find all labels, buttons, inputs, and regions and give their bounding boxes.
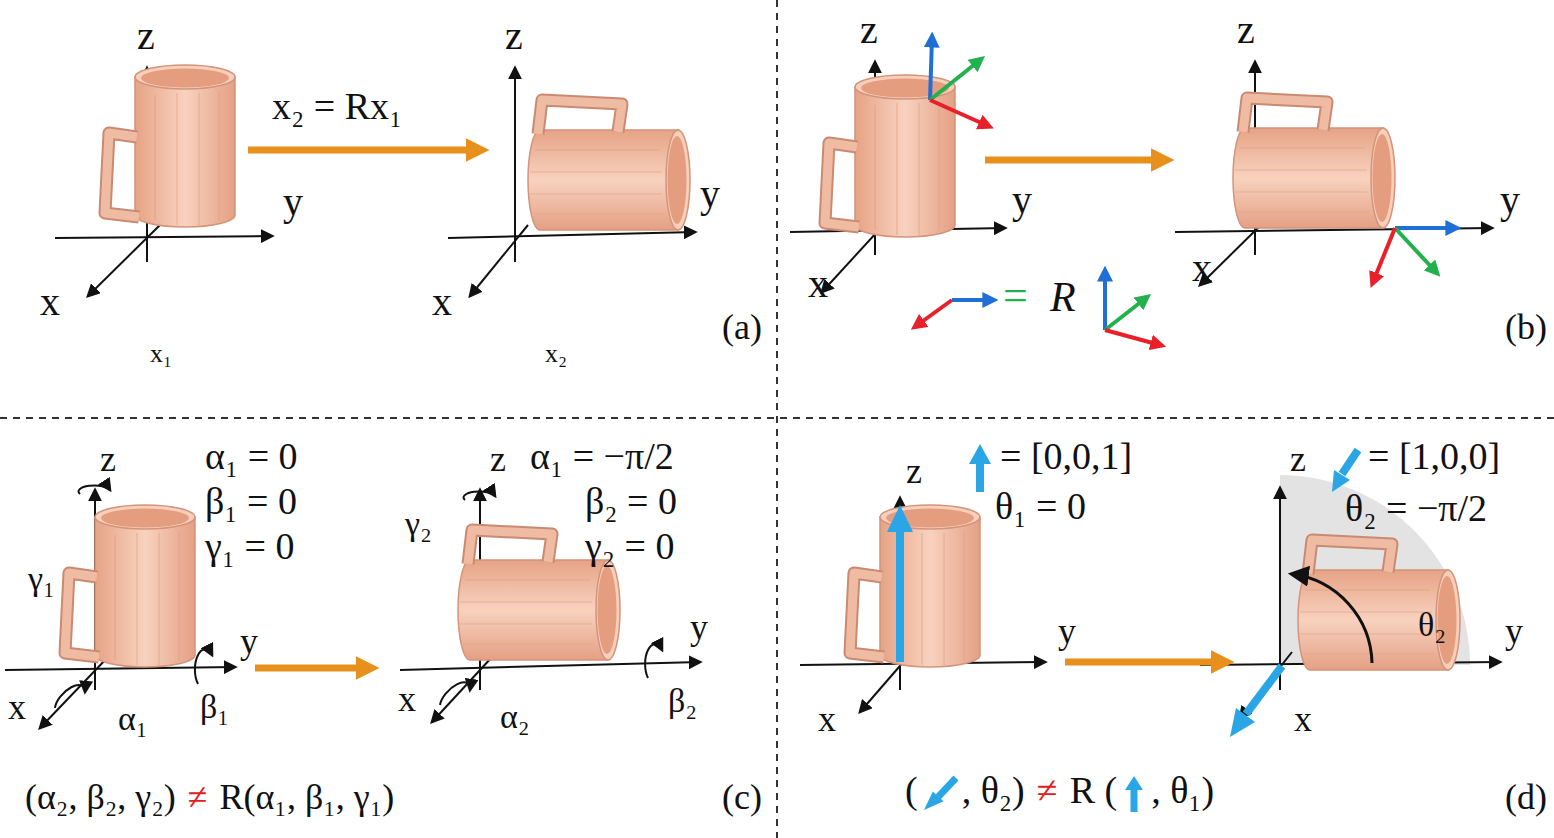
math-label: ( <box>905 770 918 812</box>
math-label: (b) <box>1505 308 1547 348</box>
math-label: y <box>700 172 720 216</box>
math-label: z <box>906 452 922 492</box>
math-label: z <box>1237 8 1255 52</box>
math-label: x <box>8 688 26 728</box>
math-label: ≠ <box>1037 770 1058 812</box>
math-label: , θ₂) <box>962 770 1025 812</box>
math-label: y <box>1058 612 1076 652</box>
math-label: α₂ <box>500 698 530 735</box>
math-label: x <box>40 280 60 324</box>
math-label: R(α₁, β₁, γ₁) <box>219 778 394 818</box>
math-label: γ₂ = 0 <box>585 526 674 568</box>
math-label: β₁ = 0 <box>205 481 297 523</box>
math-label: R ( <box>1070 770 1118 812</box>
math-label: x <box>432 280 452 324</box>
math-label: z <box>1290 440 1306 480</box>
math-label: θ₂ = −π/2 <box>1345 488 1487 530</box>
math-label: γ₂ <box>405 505 432 542</box>
math-label: z <box>100 440 116 480</box>
math-label: z <box>137 14 155 58</box>
math-label: ≠ <box>188 778 208 818</box>
math-label: x <box>808 262 828 306</box>
math-label: (d) <box>1505 778 1547 818</box>
math-label: y <box>690 608 708 648</box>
math-label: α₁ <box>118 700 148 737</box>
math-label: R <box>1050 274 1076 320</box>
math-label: β₂ = 0 <box>585 481 677 523</box>
math-label: , θ₁) <box>1151 770 1214 812</box>
math-label: z <box>490 440 506 480</box>
math-label: (α₂, β₂, γ₂) <box>25 778 176 818</box>
math-label: x <box>1294 700 1312 740</box>
math-label: = [0,0,1] <box>1000 436 1132 478</box>
math-label: x <box>818 700 836 740</box>
math-label: γ₁ <box>28 560 55 597</box>
math-label: α₁ = −π/2 <box>530 436 674 478</box>
math-label: z <box>860 8 878 52</box>
math-label: x₁ <box>150 340 172 369</box>
math-label: y <box>1500 178 1520 222</box>
vector-icon <box>922 774 958 812</box>
math-label: β₂ <box>668 682 697 719</box>
math-label: = <box>1003 272 1028 320</box>
math-label: y <box>1505 612 1523 652</box>
math-label: γ₁ = 0 <box>205 526 294 568</box>
math-label: α₁ = 0 <box>205 436 298 478</box>
math-label: (c) <box>722 778 762 818</box>
math-label: θ₂ <box>1418 606 1446 643</box>
math-label: y <box>1012 178 1032 222</box>
math-label: θ₁ = 0 <box>995 486 1086 528</box>
math-label: y <box>240 622 258 662</box>
math-label: x₂ = Rx₁ <box>272 86 402 128</box>
math-label: (a) <box>722 308 762 348</box>
vector-icon <box>1121 774 1147 812</box>
math-label: x <box>1192 246 1212 290</box>
math-label: = [1,0,0] <box>1368 436 1500 478</box>
math-label: z <box>505 14 523 58</box>
math-label: x <box>398 680 416 720</box>
math-label: y <box>283 180 303 224</box>
math-label: β₁ <box>200 688 229 725</box>
math-label: x₂ <box>545 340 567 369</box>
